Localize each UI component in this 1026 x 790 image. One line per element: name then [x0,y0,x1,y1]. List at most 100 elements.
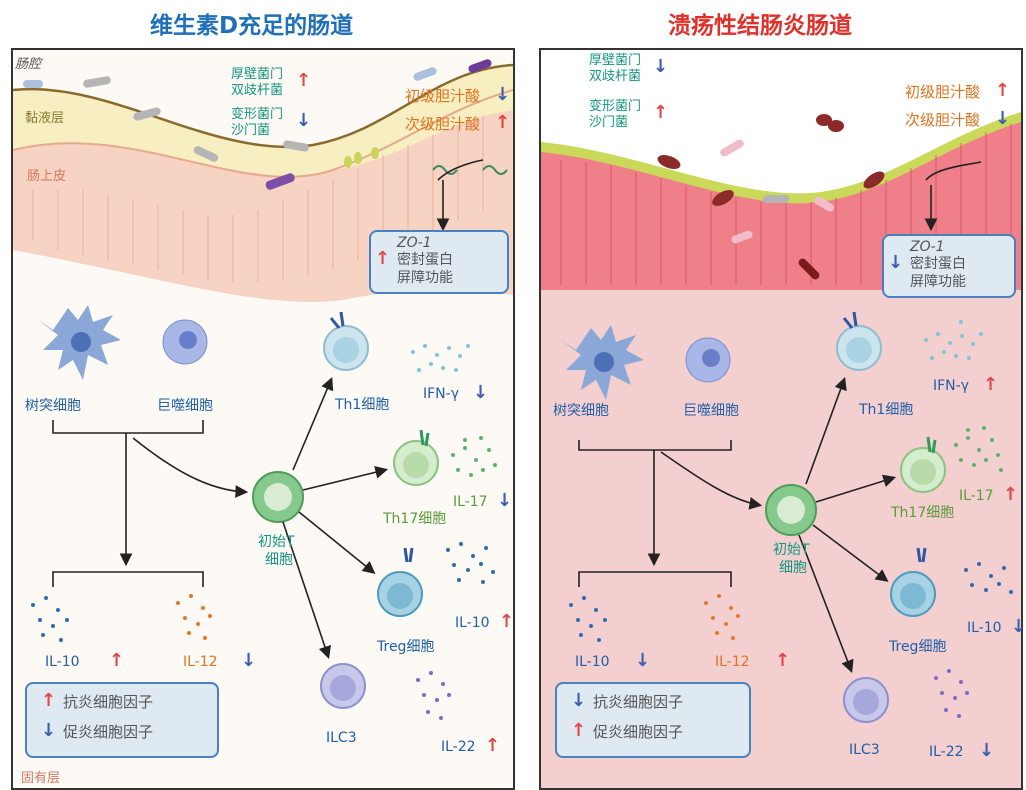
il12-dc-arrow: ↓ [241,650,257,671]
legend-down-arrow: ↓ [41,720,57,741]
right-diagram-graphics [541,50,1021,723]
ifng-dots [411,344,470,372]
th17-label: Th17细胞 [383,511,447,527]
il17-arrow: ↓ [497,490,513,511]
il17-dots-right [954,426,1003,472]
il10-t-dots [446,542,495,584]
zo1-line2: 屏障功能 [397,270,453,286]
zo1-name: ZO-1 [397,235,432,251]
primary-bile-acid-arrow-right: ↑ [995,80,1011,101]
il22-arrow: ↑ [485,735,501,756]
il10-dc-dots-right [569,596,607,642]
dendritic-cell-graphic [38,305,121,380]
dendritic-cell-label-right: 树突细胞 [553,403,609,419]
dendritic-cell-label: 树突细胞 [25,398,81,414]
il12-dc-label: IL-12 [183,654,218,670]
epithelial-cells [32,115,484,282]
th1-label-right: Th1细胞 [859,402,914,418]
bacteria-label-1: 厚壁菌门 [231,67,284,82]
bacteria-label-3: 变形菌门 [231,107,284,122]
epithelium-label: 肠上皮 [27,169,67,184]
inflamed-cells [560,124,1012,285]
il22-dots [416,671,451,720]
ilc3-label-right: ILC3 [849,742,880,758]
bacteria-down-arrow-right: ↓ [653,56,669,77]
dendritic-cell-graphic-right [561,325,644,400]
mucus-label: 黏液层 [25,111,65,126]
legend-anti-label-right: 抗炎细胞因子 [593,693,684,711]
bacteria-label-4-right: 沙门菌 [589,115,629,130]
il10-t-label-right: IL-10 [967,620,1002,636]
legend-up-arrow-right: ↑ [571,720,587,741]
ifng-dots-right [924,320,983,360]
secondary-bile-acid-arrow: ↑ [495,112,511,133]
il10-dc-arrow-right: ↓ [635,650,651,671]
bacteria-label-2: 双歧杆菌 [231,83,284,98]
il22-dots-right [934,669,969,718]
legend-box: ↑ 抗炎细胞因子 ↓ 促炎细胞因子 [25,682,219,758]
lamina-label: 固有层 [21,771,61,786]
macrophage-label: 巨噬细胞 [157,398,213,414]
zo1-line1-right: 密封蛋白 [910,256,966,272]
il22-label-right: IL-22 [929,744,964,760]
zo1-line1: 密封蛋白 [397,252,453,268]
primary-bile-acid-arrow: ↓ [495,84,511,105]
il17-arrow-right: ↑ [1003,484,1019,505]
ifng-label-right: IFN-γ [933,378,969,394]
right-panel: 厚壁菌门 双歧杆菌 ↓ 变形菌门 沙门菌 ↑ 初级胆汁酸 ↑ 次级胆汁酸 ↓ ↓… [539,48,1026,790]
left-title: 维生素D充足的肠道 [150,13,354,39]
il17-label: IL-17 [453,494,488,510]
legend-pro-label: 促炎细胞因子 [63,723,154,741]
zo1-box: ↑ ZO-1 密封蛋白 屏障功能 [369,230,509,294]
naive-t-label-2-right: 细胞 [779,560,807,576]
mucus-layer [13,65,513,177]
il12-dc-dots [176,594,212,640]
il10-t-arrow-right: ↓ [1011,616,1026,637]
il22-arrow-right: ↓ [979,740,995,761]
legend-pro-label-right: 促炎细胞因子 [593,723,684,741]
il17-label-right: IL-17 [959,488,994,504]
bacteria-down-arrow: ↓ [296,110,312,131]
ifng-arrow: ↓ [473,382,489,403]
zo1-line2-right: 屏障功能 [910,274,966,290]
il12-dc-arrow-right: ↑ [775,650,791,671]
treg-label-right: Treg细胞 [889,639,947,655]
il10-dc-arrow: ↑ [109,650,125,671]
zo1-down-arrow: ↓ [888,252,904,273]
secondary-bile-acid-arrow-right: ↓ [995,108,1011,129]
macrophage-label-right: 巨噬细胞 [683,403,739,419]
il12-dc-dots-right [704,594,740,640]
left-panel: 肠腔 黏液层 肠上皮 固有层 厚壁菌门 双歧杆菌 ↑ 变形菌门 沙门菌 ↓ 初级… [11,48,515,790]
zo1-up-arrow: ↑ [375,248,391,269]
treg-label: Treg细胞 [377,639,435,655]
th1-label: Th1细胞 [335,397,390,413]
ilc3-label: ILC3 [326,730,357,746]
left-diagram-graphics [13,59,513,720]
right-title: 溃疡性结肠炎肠道 [668,13,852,39]
legend-down-arrow-right: ↓ [571,690,587,711]
secondary-bile-acid-label: 次级胆汁酸 [405,115,481,133]
il10-dc-label: IL-10 [45,654,80,670]
primary-bile-acid-label-right: 初级胆汁酸 [905,83,981,101]
naive-t-label-1-right: 初始T [773,542,810,558]
legend-anti-label: 抗炎细胞因子 [63,693,154,711]
il10-dc-label-right: IL-10 [575,654,610,670]
bacteria-label-3-right: 变形菌门 [589,99,642,114]
secondary-bile-acid-label-right: 次级胆汁酸 [905,111,981,129]
legend-box-right: ↓ 抗炎细胞因子 ↑ 促炎细胞因子 [555,682,751,758]
naive-t-label-2: 细胞 [265,552,293,568]
il17-dots [451,436,497,477]
bacteria-label-1-right: 厚壁菌门 [589,53,642,68]
naive-t-label-1: 初始T [258,534,295,550]
ifng-arrow-right: ↑ [983,374,999,395]
il10-t-label: IL-10 [455,615,490,631]
primary-bile-acid-label: 初级胆汁酸 [405,87,481,105]
lumen-label: 肠腔 [15,57,42,72]
il12-dc-label-right: IL-12 [715,654,750,670]
il10-t-arrow: ↑ [499,611,515,632]
th17-label-right: Th17细胞 [891,505,955,521]
zo1-box-right: ↓ ZO-1 密封蛋白 屏障功能 [882,234,1016,298]
il22-label: IL-22 [441,739,476,755]
zo1-name-right: ZO-1 [910,239,945,255]
ifng-label: IFN-γ [423,386,459,402]
